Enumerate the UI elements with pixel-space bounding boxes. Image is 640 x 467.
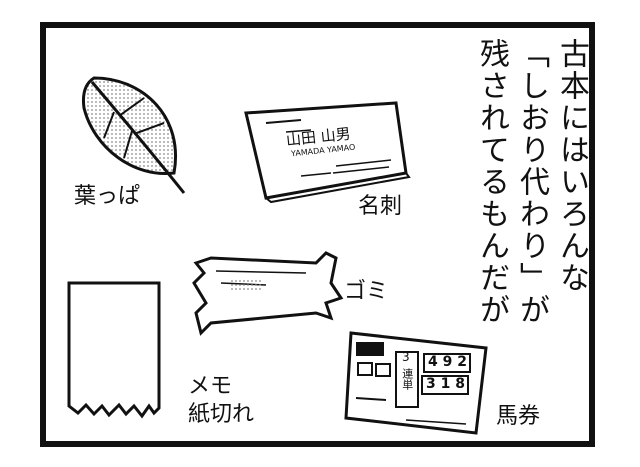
narration-line-2: 「しおり代わり」が [514,38,549,326]
memo-label: メモ 紙切れ [188,374,255,427]
comic-panel: 古本にはいろんな 「しおり代わり」が 残されてるもんだが 葉っぱ 山田 山男 Y… [40,22,595,447]
betting-ticket-illustration [344,331,488,435]
leaf-label: 葉っぱ [74,184,141,209]
leaf-illustration [82,76,186,194]
business-card-label: 名刺 [358,194,403,219]
narration-line-3: 残されてるもんだが [474,38,509,326]
ticket-race-number: 3 [402,350,410,364]
ticket-combo-top: 4 9 2 [428,354,467,370]
ticket-bet-type: 連単 [400,368,414,390]
trash-wrapper-illustration [192,251,344,336]
business-card-illustration [244,101,411,204]
betting-ticket-label: 馬券 [496,404,541,429]
ticket-combo-bottom: 3 1 8 [426,376,465,392]
memo-scrap-illustration [67,281,161,419]
trash-label: ゴミ [344,279,389,304]
narration-line-1: 古本にはいろんな [554,38,589,294]
